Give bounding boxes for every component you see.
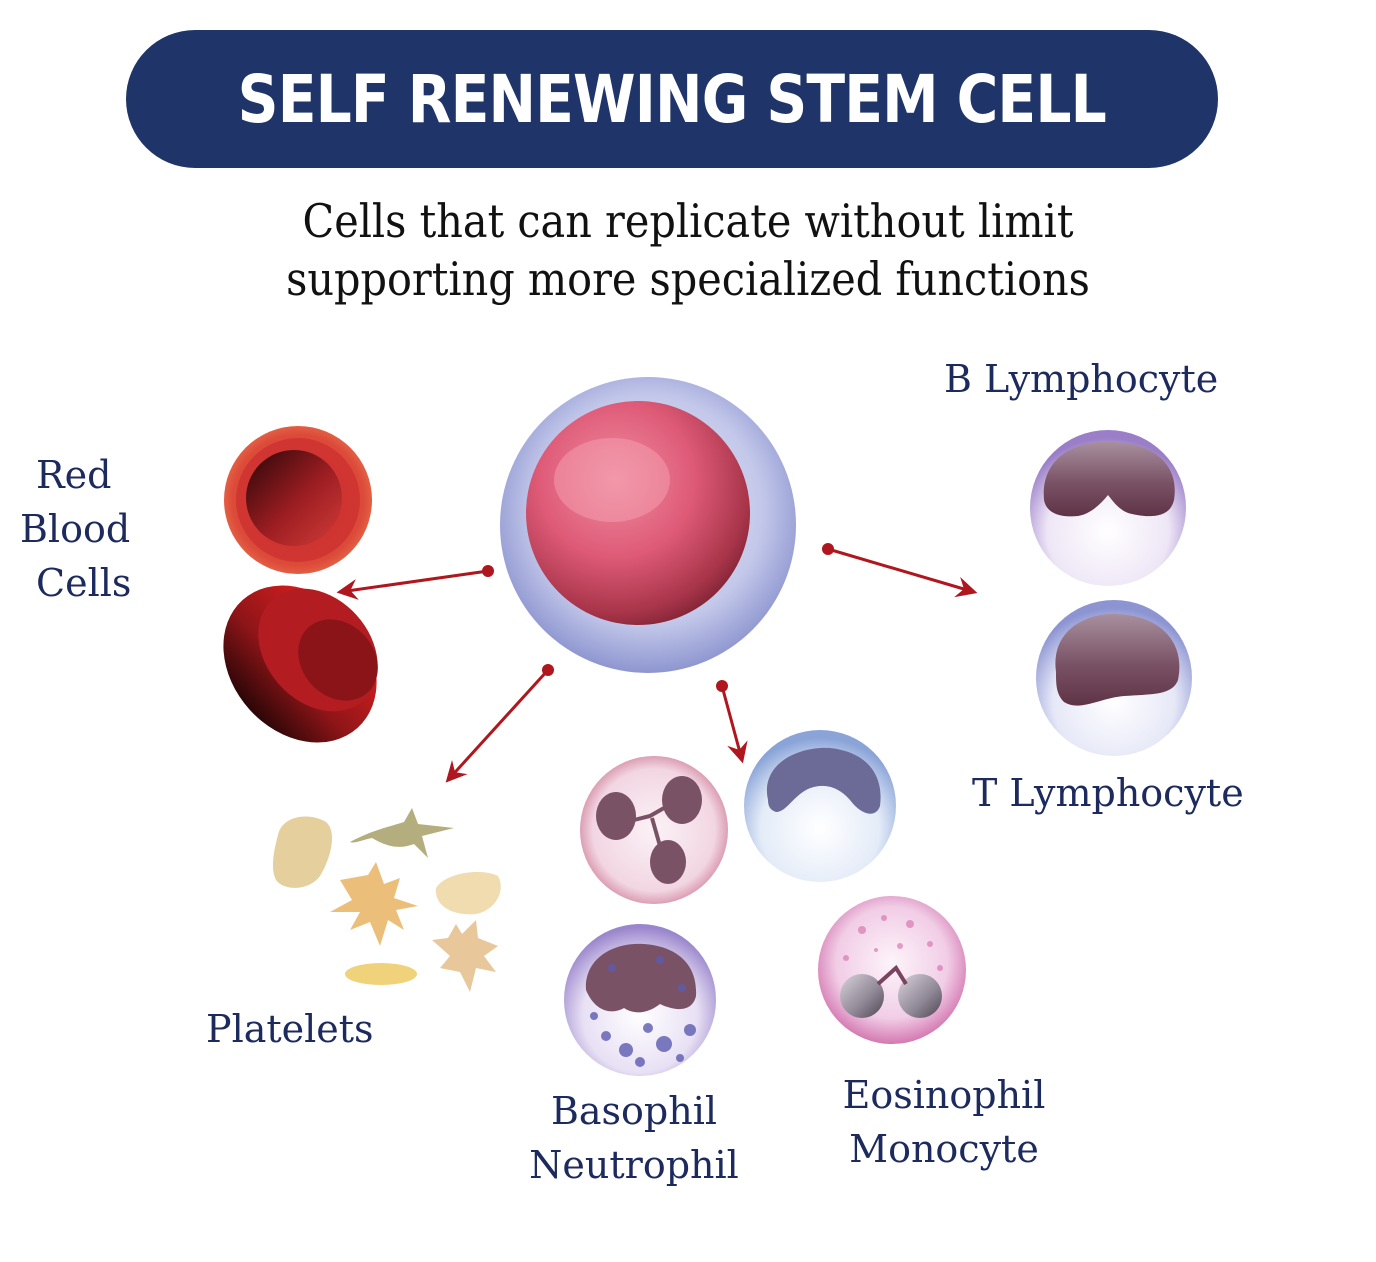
platelets-group (272, 808, 501, 992)
label-red-blood-cells: Red Blood Cells (20, 448, 132, 610)
eosinophil-cell (818, 896, 966, 1044)
label-t-lymphocyte: T Lymphocyte (972, 771, 1244, 815)
red-blood-cell-side (223, 585, 378, 743)
monocyte-cell (744, 730, 896, 882)
red-blood-cell-top (224, 426, 372, 574)
label-red-blood-cells-line-3: Cells (36, 561, 132, 605)
label-monocyte: Monocyte (849, 1127, 1039, 1171)
label-basophil: Basophil (550, 1089, 718, 1133)
label-platelets: Platelets (206, 1007, 374, 1051)
label-red-blood-cells-line-2: Blood (20, 507, 131, 551)
label-eosinophil-monocyte: Eosinophil Monocyte (816, 1068, 1072, 1176)
arrow-to-platelets (445, 668, 550, 783)
subtitle-line-1: Cells that can replicate without limit (302, 194, 1074, 248)
subtitle: Cells that can replicate without limit s… (0, 192, 1376, 308)
label-b-lymphocyte: B Lymphocyte (944, 357, 1219, 401)
label-neutrophil: Neutrophil (529, 1143, 739, 1187)
arrows (336, 547, 978, 783)
arrow-to-red-blood-cells (336, 569, 489, 600)
label-basophil-neutrophil: Basophil Neutrophil (506, 1084, 762, 1192)
neutrophil-cell (580, 756, 728, 904)
b-lymphocyte-cell (1030, 430, 1186, 586)
label-eosinophil: Eosinophil (842, 1073, 1046, 1117)
arrow-to-granulocytes (720, 685, 748, 764)
stem-cell (500, 377, 796, 673)
label-red-blood-cells-line-1: Red (36, 453, 112, 497)
subtitle-line-2: supporting more specialized functions (286, 252, 1090, 306)
basophil-cell (564, 924, 716, 1076)
title-banner: SELF RENEWING STEM CELL (126, 30, 1218, 168)
page-title: SELF RENEWING STEM CELL (237, 60, 1107, 138)
arrow-to-lymphocytes (827, 547, 978, 598)
arrow-origin-dots (482, 543, 834, 692)
t-lymphocyte-cell (1036, 600, 1192, 756)
